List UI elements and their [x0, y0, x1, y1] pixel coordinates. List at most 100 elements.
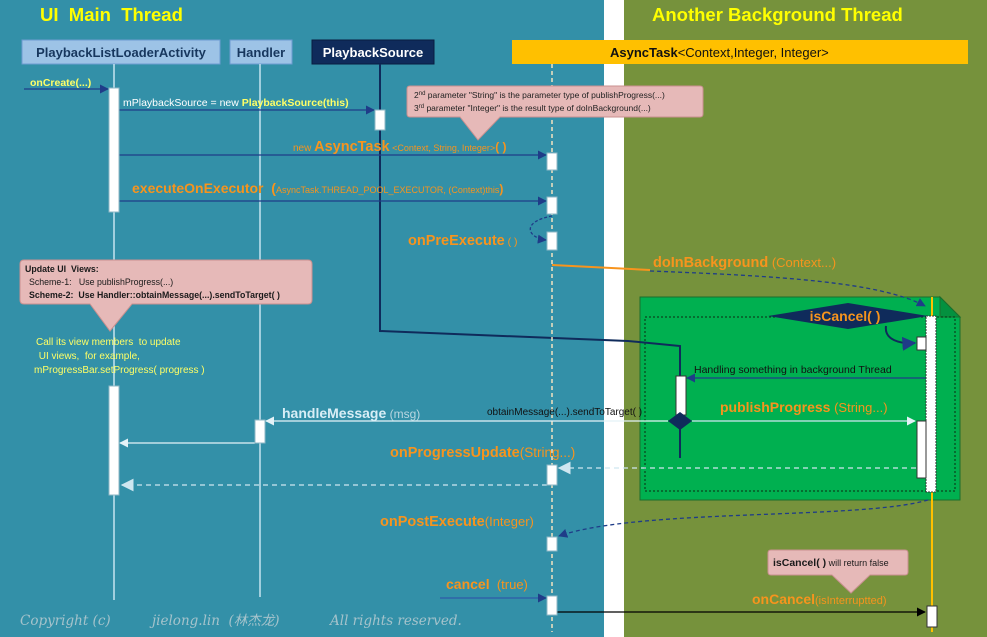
is-cancel-label: isCancel( )	[810, 308, 881, 324]
new-asynctask-label: new AsyncTask <Context, String, Integer>…	[293, 139, 507, 155]
on-pre-execute-self-arrow	[529, 215, 553, 244]
call-view-members-line: Call its view members to update	[36, 337, 181, 348]
loop-frame	[644, 316, 956, 492]
playback-source-activation	[374, 109, 386, 131]
playback-source-lifeline	[379, 64, 681, 376]
background-work-box	[639, 296, 961, 501]
on-pre-execute-args: ( )	[505, 236, 518, 248]
on-progress-update-name: onProgressUpdate	[390, 445, 520, 461]
cancel-label: cancel (true)	[446, 576, 528, 592]
is-cancel-false-text: will return false	[826, 558, 889, 568]
activity-activation	[108, 385, 120, 496]
background-thread-activation	[925, 315, 937, 493]
send-message-decision	[668, 412, 692, 430]
asynctask-params-note-line2: 3rd parameter "Integer" is the result ty…	[414, 103, 651, 113]
execute-on-executor-close: )	[499, 182, 503, 196]
note-line1-ordinal: 2	[414, 90, 419, 100]
note-line1-text: parameter "String" is the parameter type…	[425, 90, 665, 100]
asynctask-header-name: AsyncTask	[610, 45, 678, 60]
execute-on-executor-name: executeOnExecutor	[132, 180, 264, 196]
on-pre-execute-label: onPreExecute ( )	[408, 233, 518, 249]
do-in-background-args: (Context...)	[768, 255, 836, 270]
note-line1-suffix: nd	[419, 91, 426, 97]
on-pre-execute-name: onPreExecute	[408, 233, 505, 249]
do-in-background-name: doInBackground	[653, 255, 768, 271]
on-cancel-label: onCancel(isInterruptted)	[752, 591, 887, 607]
new-asynctask-keyword: new	[293, 143, 314, 154]
on-post-execute-name: onPostExecute	[380, 514, 485, 530]
note-line2-ordinal: 3	[414, 103, 419, 113]
copyright-notice: Copyright (c)	[20, 613, 111, 629]
is-cancel-false-note-text: isCancel( ) will return false	[773, 557, 889, 569]
background-thread-activation	[916, 420, 927, 479]
background-thread-activation	[926, 605, 938, 628]
activity-header-label: PlaybackListLoaderActivity	[36, 45, 207, 60]
update-ui-note-scheme2: Scheme-2: Use Handler::obtainMessage(...…	[29, 290, 280, 300]
playback-source-bg-activation	[675, 375, 687, 416]
asynctask-activation	[546, 196, 558, 215]
is-cancel-decision	[768, 303, 928, 329]
on-progress-update-args: (String...)	[520, 445, 576, 460]
update-ui-note-scheme1: Scheme-1: Use publishProgress(...)	[29, 277, 173, 287]
do-in-background-label: doInBackground (Context...)	[653, 255, 836, 271]
on-cancel-name: onCancel	[752, 591, 815, 607]
note-line2-text: parameter "Integer" is the result type o…	[424, 103, 651, 113]
call-view-members-line: UI views, for example,	[36, 351, 140, 362]
call-view-members-line: mProgressBar.setProgress( progress )	[34, 365, 205, 376]
copyright-rights: All rights reserved.	[328, 613, 462, 629]
is-cancel-false-call: isCancel( )	[773, 557, 826, 569]
handling-background-label: Handling something in background Thread	[694, 364, 892, 376]
on-cancel-args: (isInterruptted)	[815, 595, 887, 607]
asynctask-activation	[546, 152, 558, 171]
handler-header-box	[229, 39, 293, 65]
new-asynctask-params: <Context, String, Integer>	[390, 143, 496, 153]
background-thread-title: Another Background Thread	[652, 4, 903, 25]
execute-on-executor-args: AsyncTask.THREAD_POOL_EXECUTOR, (Context…	[276, 185, 500, 195]
on-post-execute-args: (Integer)	[485, 514, 534, 529]
asynctask-params-note	[406, 85, 704, 141]
publish-progress-args: (String...)	[830, 400, 887, 415]
background-thread-activation	[916, 336, 927, 351]
main-thread-title: UI Main Thread	[40, 4, 183, 25]
do-in-background-line	[551, 264, 651, 271]
asynctask-header-params: <Context,Integer, Integer>	[678, 45, 829, 60]
cancel-name: cancel	[446, 576, 490, 592]
is-cancel-loop-arrow	[884, 325, 917, 351]
update-ui-note	[19, 259, 313, 332]
activity-activation	[108, 87, 120, 213]
publish-progress-label: publishProgress (String...)	[720, 399, 888, 415]
publish-progress-name: publishProgress	[720, 399, 831, 415]
execute-on-executor-label: executeOnExecutor (AsyncTask.THREAD_POOL…	[132, 180, 503, 196]
execute-on-executor-open: (	[264, 180, 277, 196]
new-asynctask-name: AsyncTask	[314, 139, 390, 155]
handler-activation	[254, 419, 266, 444]
handler-header-label: Handler	[237, 45, 285, 60]
asynctask-header-label: AsyncTask<Context,Integer, Integer>	[610, 45, 829, 60]
new-playback-source-label: mPlaybackSource = new PlaybackSource(thi…	[123, 97, 349, 109]
activity-header-box	[21, 39, 221, 65]
asynctask-params-note-line1: 2nd parameter "String" is the parameter …	[414, 90, 665, 100]
new-asynctask-call: ( )	[495, 140, 506, 154]
thread-divider	[604, 0, 624, 637]
new-playback-source-constructor: PlaybackSource(this)	[242, 97, 349, 109]
obtain-message-label: obtainMessage(...).sendToTarget( )	[487, 407, 642, 418]
update-ui-note-title: Update UI Views:	[25, 264, 99, 274]
asynctask-activation	[546, 464, 558, 486]
handle-message-args: (msg)	[386, 407, 420, 421]
cancel-args: (true)	[490, 577, 528, 592]
on-post-execute-label: onPostExecute(Integer)	[380, 514, 534, 530]
playback-source-header-box	[311, 39, 435, 65]
is-cancel-false-note	[767, 549, 909, 594]
on-progress-update-label: onProgressUpdate(String...)	[390, 445, 575, 461]
handle-message-name: handleMessage	[282, 405, 386, 421]
asynctask-activation	[546, 595, 558, 616]
asynctask-activation	[546, 536, 558, 552]
copyright-author: jielong.lin (林杰龙)	[149, 613, 280, 629]
new-playback-source-assign: mPlaybackSource = new	[123, 97, 242, 109]
asynctask-header-box	[512, 40, 968, 64]
asynctask-activation	[546, 231, 558, 251]
on-post-execute-arrow	[558, 499, 929, 538]
on-create-label: onCreate(...)	[30, 77, 91, 89]
handle-message-label: handleMessage (msg)	[282, 405, 420, 421]
